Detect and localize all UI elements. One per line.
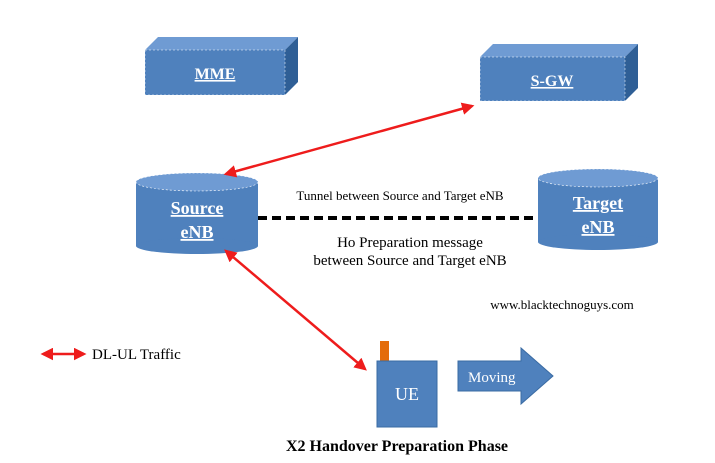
sgw-source-traffic-arrow [223, 102, 475, 178]
legend: DL-UL Traffic [40, 347, 181, 363]
target-enb-label-line2: eNB [582, 217, 615, 237]
ho-preparation-label-line2: between Source and Target eNB [313, 253, 506, 269]
source-enb-node: Source eNB [135, 172, 259, 254]
mme-box-top [145, 37, 298, 50]
source-enb-top [135, 172, 259, 192]
tunnel-label: Tunnel between Source and Target eNB [296, 188, 503, 203]
ue-antenna [380, 341, 389, 361]
source-enb-label-line1: Source [171, 198, 224, 218]
mme-label: MME [195, 66, 236, 83]
ue-device: UE [376, 341, 438, 428]
source-ue-traffic-arrow [224, 249, 367, 371]
moving-label: Moving [468, 370, 516, 386]
ue-body [376, 360, 438, 428]
target-enb-body [538, 178, 658, 242]
sgw-node: S-GW [479, 44, 638, 102]
ue-label: UE [395, 384, 419, 404]
moving-arrow: Moving [457, 346, 554, 406]
mme-box-front [144, 49, 286, 96]
source-enb-body [136, 182, 258, 246]
mme-node: MME [144, 37, 298, 96]
ho-preparation-label-line1: Ho Preparation message [337, 235, 483, 251]
target-enb-top [537, 168, 659, 188]
target-enb-bottom [538, 234, 658, 250]
source-enb-label-line2: eNB [181, 222, 214, 242]
mme-box-side [285, 37, 298, 95]
sgw-box-top [480, 44, 638, 57]
sgw-box-side [625, 44, 638, 101]
target-enb-label-line1: Target [573, 193, 623, 213]
sgw-box-front [479, 56, 626, 102]
moving-arrow-shape [457, 346, 554, 406]
diagram-caption: X2 Handover Preparation Phase [286, 438, 508, 455]
target-enb-node: Target eNB [537, 168, 659, 250]
legend-dl-ul-label: DL-UL Traffic [92, 347, 181, 363]
website-label: www.blacktechnoguys.com [490, 297, 634, 312]
sgw-label: S-GW [531, 73, 574, 90]
